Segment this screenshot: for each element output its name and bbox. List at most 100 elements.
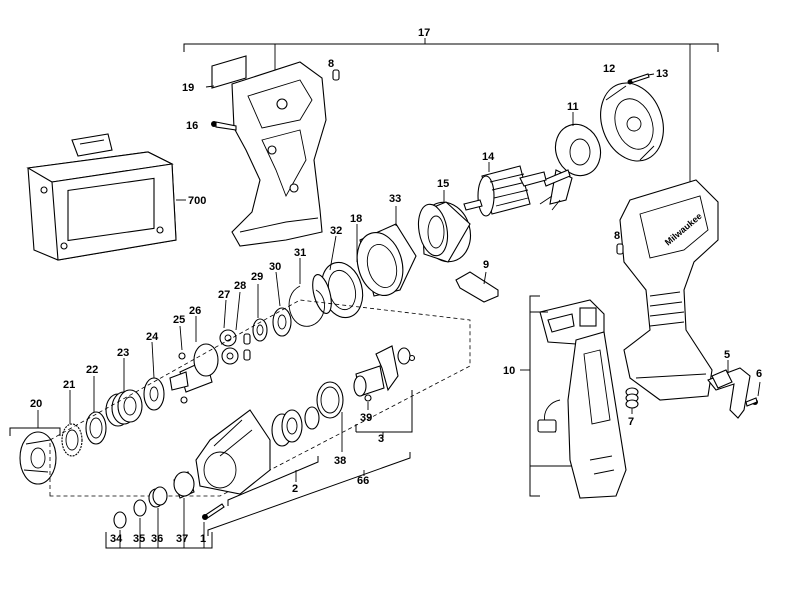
label-21: 21 xyxy=(63,379,75,391)
screw-16 xyxy=(211,121,237,131)
leader-24 xyxy=(151,341,155,379)
bracket-3 xyxy=(355,390,413,433)
carrying-case xyxy=(26,133,177,261)
leader-6 xyxy=(757,381,761,397)
label-13: 13 xyxy=(656,68,668,80)
nose-cover xyxy=(195,409,271,495)
washer-29 xyxy=(252,318,268,342)
label-7: 7 xyxy=(628,416,634,428)
label-10: 10 xyxy=(503,365,515,377)
label-11: 11 xyxy=(567,101,579,113)
gear-case-33 xyxy=(356,223,417,297)
label-37: 37 xyxy=(176,533,188,545)
washer-22 xyxy=(85,411,107,445)
label-25: 25 xyxy=(173,314,185,326)
label-20: 20 xyxy=(30,398,42,410)
washer-35 xyxy=(133,499,147,517)
label-700: 700 xyxy=(188,195,206,207)
hammer-20 xyxy=(19,431,57,485)
pin-8-right xyxy=(616,243,624,255)
leader-32 xyxy=(329,235,337,271)
label-27: 27 xyxy=(218,289,230,301)
label-16: 16 xyxy=(186,120,198,132)
snap-ring-31 xyxy=(288,285,325,327)
gear-32 xyxy=(312,274,332,314)
label-26: 26 xyxy=(189,305,201,317)
leader-9 xyxy=(483,271,487,285)
label-8-top: 8 xyxy=(328,58,334,70)
label-5: 5 xyxy=(724,349,730,361)
spring-23 xyxy=(105,389,143,427)
label-15: 15 xyxy=(437,178,449,190)
label-24: 24 xyxy=(146,331,159,343)
label-29: 29 xyxy=(251,271,263,283)
leader-25 xyxy=(179,325,183,351)
armature-14 xyxy=(463,165,547,217)
end-cap-12 xyxy=(600,82,664,162)
label-2: 2 xyxy=(292,483,298,495)
leader-13 xyxy=(647,73,655,76)
ring-21 xyxy=(61,423,83,457)
label-36: 36 xyxy=(151,533,163,545)
label-17: 17 xyxy=(418,27,430,39)
o-ring-34 xyxy=(113,511,127,529)
spring-36 xyxy=(148,486,168,508)
bracket-front xyxy=(105,532,213,549)
planet-gears-28 xyxy=(219,329,239,365)
mechanism-outline xyxy=(49,299,471,497)
screw-6 xyxy=(745,397,758,407)
housing-half-left xyxy=(231,61,327,247)
label-22: 22 xyxy=(86,364,98,376)
label-34: 34 xyxy=(110,533,123,545)
label-33: 33 xyxy=(389,193,401,205)
bracket-66 xyxy=(207,452,411,536)
bracket-2 xyxy=(227,456,319,506)
balls-39 xyxy=(364,394,372,402)
leader-19 xyxy=(205,85,215,88)
label-23: 23 xyxy=(117,347,129,359)
o-ring-38 xyxy=(316,381,344,419)
label-6: 6 xyxy=(756,368,762,380)
label-14: 14 xyxy=(482,151,495,163)
anvil-3 xyxy=(353,345,416,397)
clip-9 xyxy=(455,271,499,303)
pin-8-top xyxy=(332,69,340,81)
steel-balls-25 xyxy=(178,352,188,404)
leader-27 xyxy=(223,299,227,329)
label-39: 39 xyxy=(360,412,372,424)
label-9: 9 xyxy=(483,259,489,271)
housing-half-right: Milwaukee xyxy=(619,179,719,401)
label-plate-19 xyxy=(211,55,247,89)
label-30: 30 xyxy=(269,261,281,273)
leader-28 xyxy=(235,291,241,331)
screw-1 xyxy=(202,503,225,520)
spindle-26 xyxy=(169,343,219,393)
label-28: 28 xyxy=(234,280,246,292)
belt-clip-5 xyxy=(707,367,751,419)
screw-13 xyxy=(627,73,650,85)
field-15 xyxy=(417,201,471,263)
bracket-10 xyxy=(529,295,540,497)
label-31: 31 xyxy=(294,247,306,259)
label-18: 18 xyxy=(350,213,362,225)
label-19: 19 xyxy=(182,82,194,94)
label-35: 35 xyxy=(133,533,145,545)
spring-7 xyxy=(625,387,639,409)
label-32: 32 xyxy=(330,225,342,237)
bracket-20 xyxy=(9,427,61,436)
label-38: 38 xyxy=(334,455,346,467)
label-1: 1 xyxy=(200,533,206,545)
sleeve-37 xyxy=(173,471,195,499)
switch-assembly-10 xyxy=(537,299,627,499)
brush-plate-11 xyxy=(539,123,602,211)
bracket-17 xyxy=(183,38,719,185)
bushing-2 xyxy=(271,406,320,447)
planet-pins-27 xyxy=(243,333,251,361)
label-3: 3 xyxy=(378,433,384,445)
leader-30 xyxy=(275,271,281,307)
label-12: 12 xyxy=(603,63,615,75)
washer-30 xyxy=(272,307,292,337)
label-8-right: 8 xyxy=(614,230,620,242)
label-66: 66 xyxy=(357,475,369,487)
